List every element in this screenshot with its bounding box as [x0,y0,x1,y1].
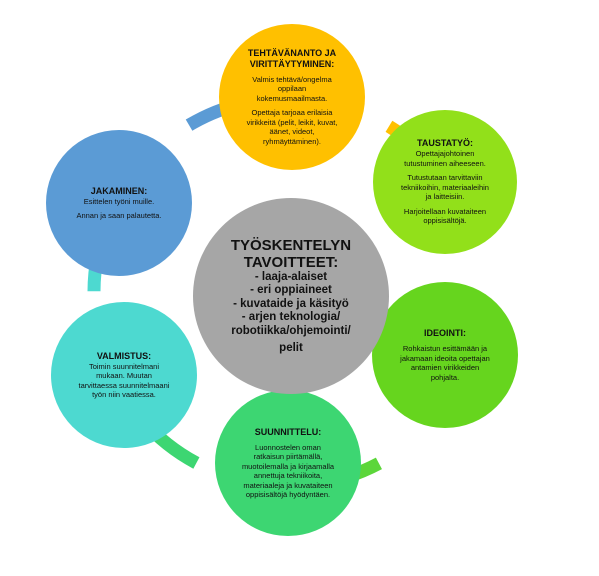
node-ideointi-line: antamien virikkeiden [410,363,480,372]
node-ideointi-line: pohjalta. [430,372,460,382]
node-valmistus-line: työn niin vaatiessa. [92,390,156,399]
center-title-2: TAVOITTEET: [243,253,339,271]
center-goal-item: - arjen teknologia/ [241,311,341,323]
node-ideointi-title: IDEOINTI: [424,328,466,338]
node-ideointi-line: Rohkaistun esittämään ja [402,344,488,353]
node-tehtavananto-line: äänet, videot, [269,127,315,137]
center-goal-item: - eri oppiaineet [250,284,332,296]
node-taustatyo-line: tekniikoihin, materiaaleihin [401,182,489,192]
center-goal-item: robotiikka/ohjemointi/ [231,324,351,337]
node-tehtavananto: TEHTÄVÄNANTO JA VIRITTÄYTYMINEN: Valmis … [219,24,365,170]
node-taustatyo-line: Harjoitellaan kuvataiteen [403,206,487,216]
node-suunnittelu-line: oppisisältöjä hyödyntäen. [245,490,331,499]
node-jakaminen-line: Esittelen työni muille. [83,196,155,206]
node-taustatyo-line: Opettajajohtoinen [415,149,475,159]
node-taustatyo-line: oppisisältöjä. [423,216,467,226]
center-goals-circle: TYÖSKENTELYN TAVOITTEET: - laaja-alaiset… [193,198,389,394]
node-ideointi: IDEOINTI: Rohkaistun esittämään ja jakam… [372,282,518,428]
node-valmistus-title: VALMISTUS: [96,350,152,361]
node-tehtavananto-title-2: VIRITTÄYTYMINEN: [249,58,335,69]
node-suunnittelu-line: materiaaleja ja kuvataiteen [243,480,333,490]
node-jakaminen-title: JAKAMINEN: [90,185,148,196]
node-jakaminen: JAKAMINEN: Esittelen työni muille. Annan… [46,130,192,276]
node-tehtavananto-line: oppilaan [277,84,307,94]
node-suunnittelu: SUUNNITTELU: Luonnostelen oman ratkaisun… [215,390,361,536]
node-taustatyo: TAUSTATYÖ: Opettajajohtoinen tutustumine… [373,110,517,254]
node-tehtavananto-title-1: TEHTÄVÄNANTO JA [247,47,337,58]
node-suunnittelu-line: Luonnostelen oman [255,442,321,452]
center-goal-item: - laaja-alaiset [254,270,328,283]
node-ideointi-line: jakamaan ideoita opettajan [400,353,490,363]
center-goal-item: pelit [279,342,303,354]
node-suunnittelu-line: muotoilemalla ja kirjaamalla [241,461,335,471]
node-suunnittelu-title: SUUNNITTELU: [254,426,322,437]
node-valmistus-line: mukaan. Muutan [96,371,152,380]
node-valmistus-line: Toimin suunnitelmani [88,361,160,371]
node-tehtavananto-line: kokemusmaailmasta. [256,93,328,103]
node-suunnittelu-line: annettuja tekniikoita, [253,471,323,480]
node-taustatyo-line: tutustuminen aiheeseen. [404,158,486,168]
node-taustatyo-title: TAUSTATYÖ: [417,138,473,149]
node-valmistus-line: tarvittaessa suunnitelmaani [78,380,170,390]
node-tehtavananto-line: Valmis tehtävä/ongelma [252,74,332,84]
node-suunnittelu-line: ratkaisun piirtämällä, [253,452,323,461]
node-tehtavananto-line: ryhmäyttäminen). [263,136,321,146]
center-goal-item: - kuvataide ja käsityö [233,297,349,310]
center-title-1: TYÖSKENTELYN [230,236,352,254]
node-tehtavananto-line: Opettaja tarjoaa erilaisia [251,108,333,118]
node-taustatyo-line: Tutustutaan tarvittaviin [407,173,483,183]
node-tehtavananto-line: virikkeitä (pelit, leikit, kuvat, [246,117,338,127]
node-valmistus: VALMISTUS: Toimin suunnitelmani mukaan. … [51,302,197,448]
node-taustatyo-line: ja laitteisiin. [425,192,465,202]
node-jakaminen-line: Annan ja saan palautetta. [76,211,162,220]
